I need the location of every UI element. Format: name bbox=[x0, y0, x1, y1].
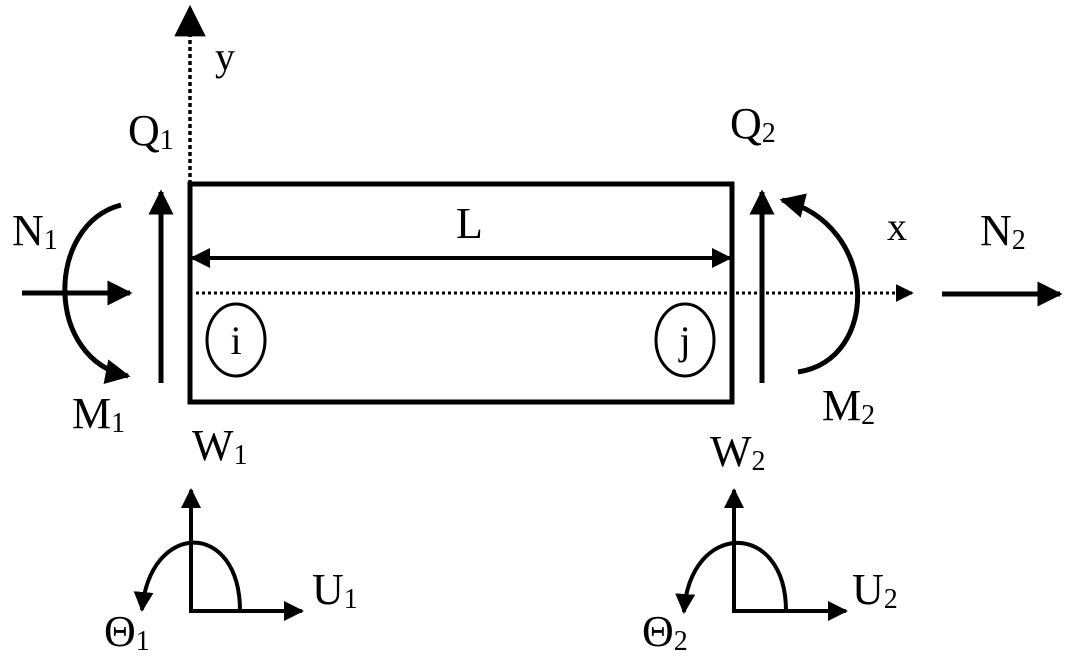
m2-label: M2 bbox=[822, 381, 875, 431]
w2-label: W2 bbox=[710, 427, 766, 477]
axial-force-n2: N2 bbox=[942, 206, 1063, 307]
moment-arc-m2 bbox=[779, 193, 860, 375]
node-j-label: j bbox=[677, 318, 690, 363]
theta2-label: Θ2 bbox=[642, 607, 688, 657]
shear-force-q1: Q1 bbox=[128, 106, 174, 383]
node-i: i bbox=[205, 302, 267, 378]
node-i-label: i bbox=[230, 318, 241, 363]
m1-label: M1 bbox=[72, 389, 125, 439]
moment-m1: M1 bbox=[62, 202, 131, 439]
x-axis-label: x bbox=[887, 204, 907, 249]
u1-label: U1 bbox=[312, 565, 358, 615]
dof-frame-node-1: U1 Θ1 bbox=[104, 488, 358, 657]
beam-element bbox=[187, 181, 735, 405]
y-axis-label: y bbox=[215, 34, 235, 79]
theta1-label: Θ1 bbox=[104, 607, 150, 657]
length-dimension: L bbox=[190, 199, 732, 268]
u2-label: U2 bbox=[852, 565, 898, 615]
q2-label: Q2 bbox=[730, 99, 776, 149]
y-axis: y bbox=[174, 4, 235, 184]
axial-force-n1: N1 bbox=[12, 206, 133, 306]
dof-frame-node-2: U2 Θ2 bbox=[642, 488, 898, 657]
moment-arc-m1 bbox=[62, 202, 131, 384]
theta2-arc bbox=[675, 541, 788, 614]
length-label: L bbox=[456, 199, 483, 248]
w1-label: W1 bbox=[192, 421, 248, 471]
n2-label: N2 bbox=[980, 206, 1026, 256]
node-j: j bbox=[654, 302, 716, 378]
n1-label: N1 bbox=[12, 206, 58, 256]
x-axis: x bbox=[196, 204, 914, 302]
theta1-arc bbox=[133, 540, 242, 612]
moment-m2: M2 bbox=[779, 193, 875, 431]
shear-force-q2: Q2 bbox=[730, 99, 776, 383]
q1-label: Q1 bbox=[128, 106, 174, 156]
